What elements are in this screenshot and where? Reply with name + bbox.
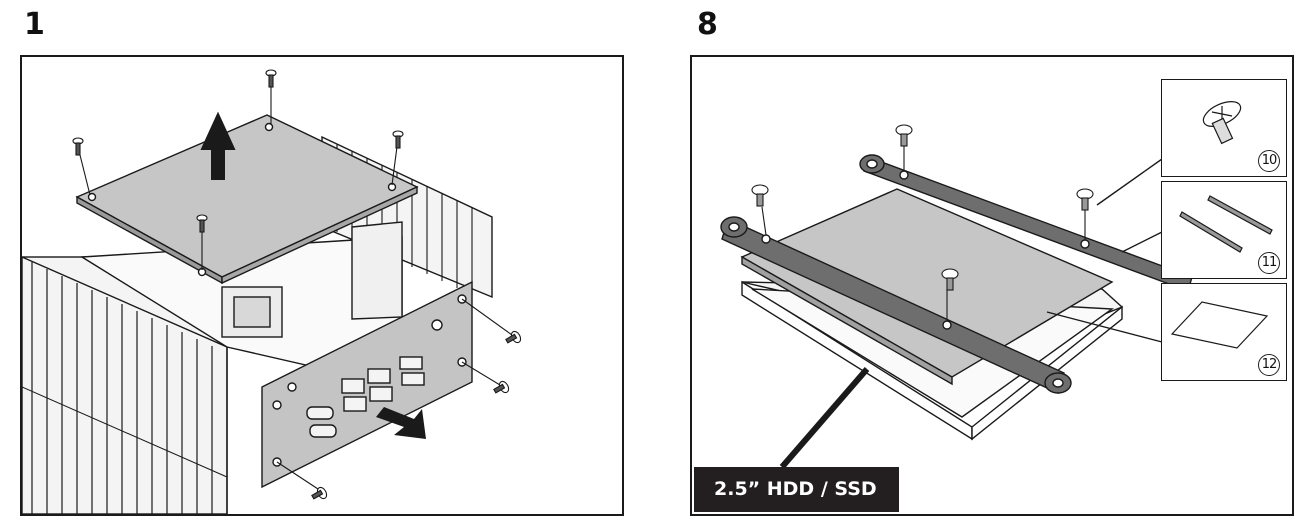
step-8-illustration: 10 11 12 2.5” HDD / SSD	[690, 55, 1294, 516]
step-1-illustration	[20, 55, 624, 516]
bracket-rods-icon	[1179, 195, 1273, 253]
drive-mounting-drawing	[720, 124, 1193, 469]
plate-icon	[1170, 301, 1269, 349]
callout-plate-part: 12	[1161, 283, 1287, 381]
chassis-disassembly-drawing	[22, 69, 522, 514]
screw-icon	[1202, 101, 1242, 145]
screw-group-drive	[751, 124, 1094, 321]
top-lid-plate	[75, 114, 419, 285]
callout-number-10: 10	[1258, 150, 1280, 172]
step-number-1: 1	[24, 7, 45, 42]
callout-leader-lines	[779, 158, 1163, 469]
screw-icon	[72, 69, 404, 233]
mounting-bracket-front	[720, 216, 1072, 394]
callout-number-12: 12	[1258, 354, 1280, 376]
arrow-down-right-icon	[376, 407, 426, 439]
io-shield	[261, 280, 473, 489]
callout-bracket-part: 11	[1161, 181, 1287, 279]
screw-group-lid	[72, 69, 404, 270]
callout-number-11: 11	[1258, 252, 1280, 274]
step-number-8: 8	[697, 7, 718, 42]
drive-type-label: 2.5” HDD / SSD	[694, 467, 899, 512]
screw-group-shield	[276, 298, 522, 500]
arrow-up-icon	[200, 111, 236, 180]
drive-plate	[740, 188, 1114, 386]
callout-screw-part: 10	[1161, 79, 1287, 177]
